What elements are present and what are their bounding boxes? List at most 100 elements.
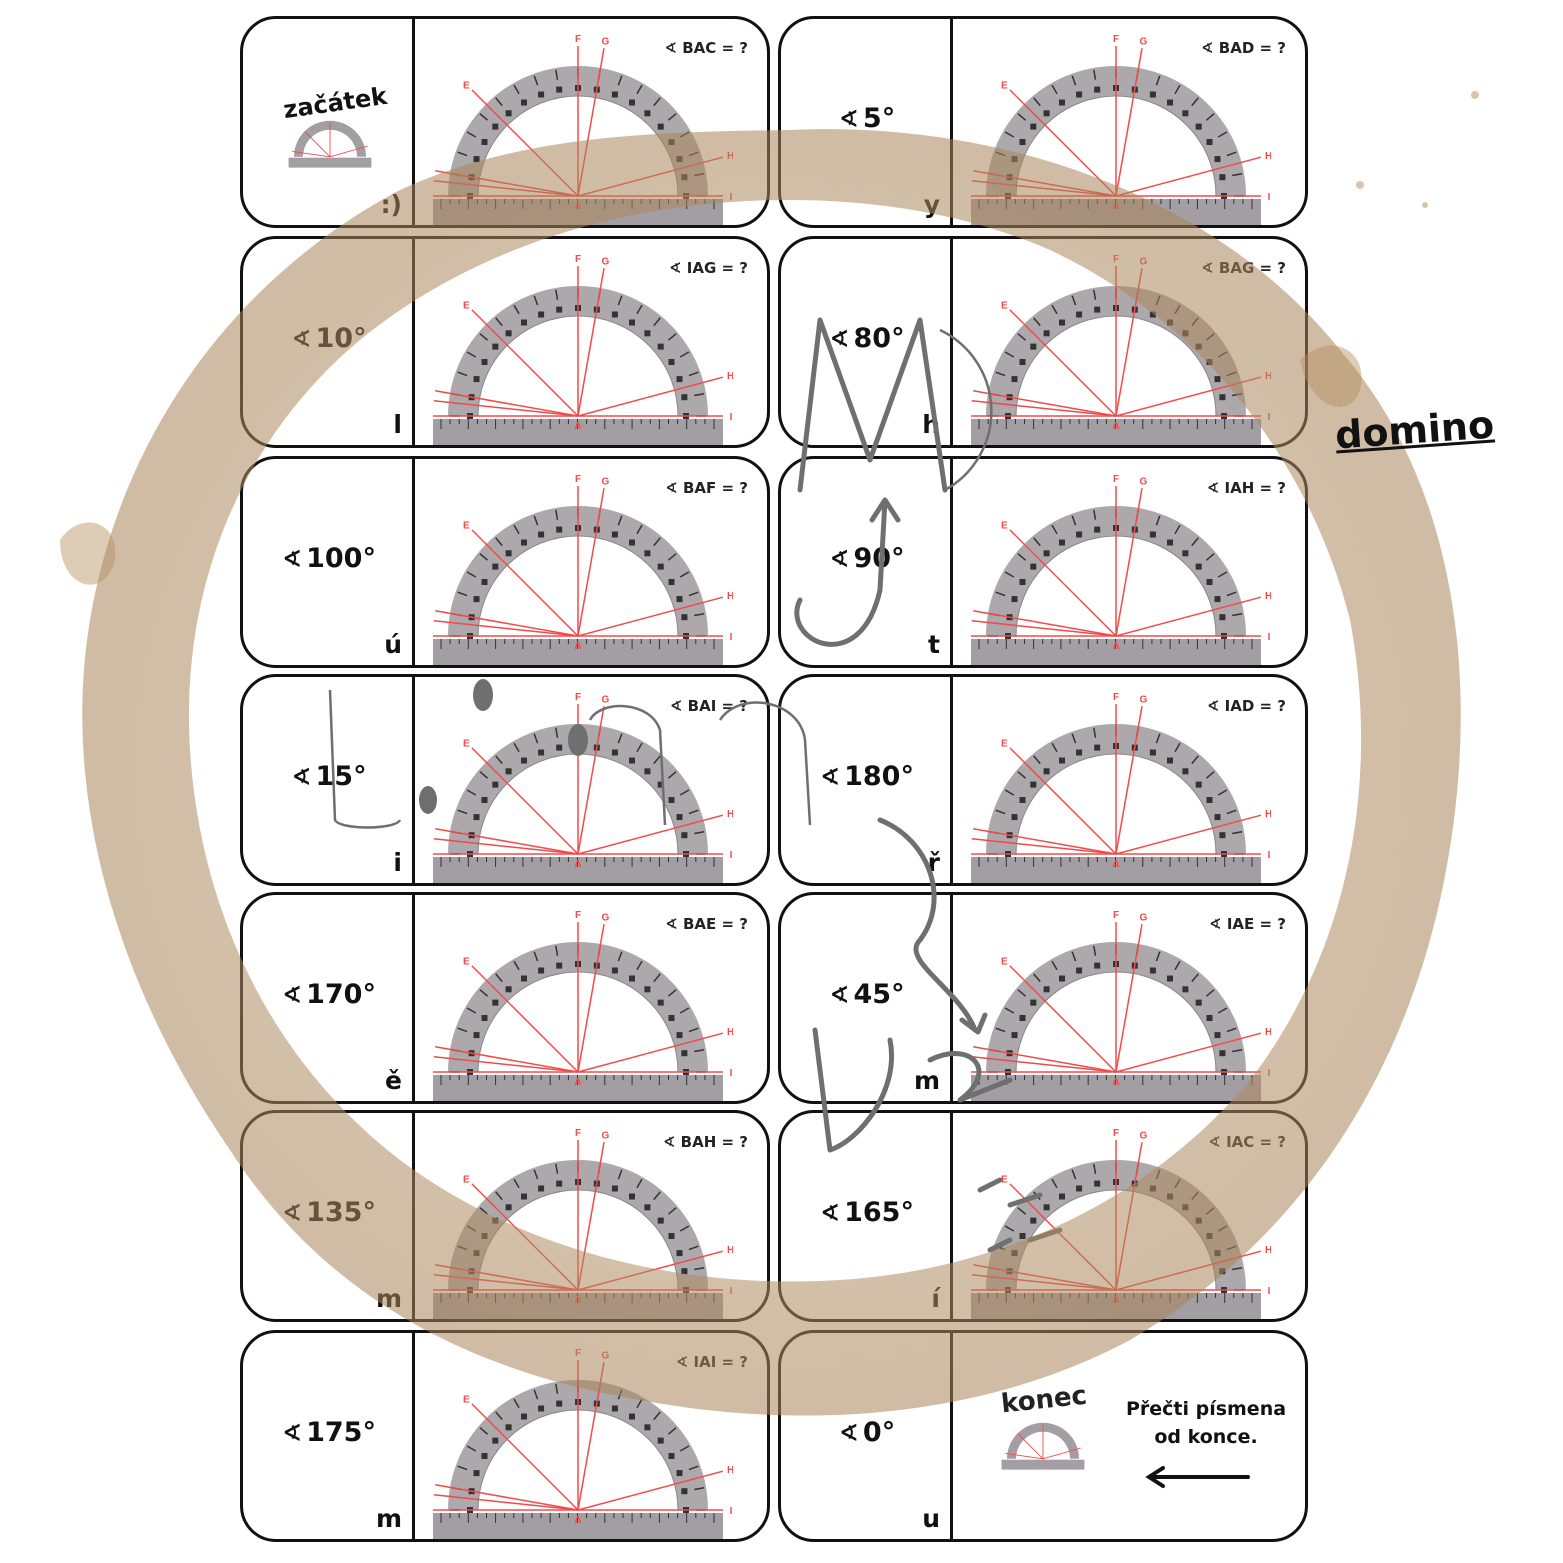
- svg-text:I: I: [730, 412, 733, 423]
- svg-text:E: E: [463, 1394, 470, 1405]
- angle-icon: ∢: [829, 545, 850, 573]
- svg-text:F: F: [1113, 474, 1119, 485]
- svg-text:F: F: [575, 34, 581, 45]
- end-label: konec: [999, 1380, 1089, 1420]
- protractor-diagram: BCDEFGHIA: [433, 474, 733, 665]
- svg-text:G: G: [1140, 912, 1148, 923]
- svg-text:I: I: [1268, 850, 1271, 861]
- angle-icon: ∢: [282, 1199, 303, 1227]
- card-letter: m: [375, 1284, 402, 1313]
- svg-text:A: A: [574, 1515, 581, 1526]
- protractor-diagram: BCDEFGHIA: [971, 1128, 1271, 1319]
- angle-question: ∢ IAD = ?: [1206, 697, 1286, 715]
- svg-text:A: A: [574, 421, 581, 432]
- card-letter: t: [928, 630, 940, 659]
- domino-card: ∢135°mBCDEFGHIA∢ BAH = ?: [240, 1110, 770, 1322]
- angle-icon: ∢: [829, 325, 850, 353]
- angle-value: ∢45°: [829, 979, 905, 1010]
- card-answer-half: ∢0°u: [781, 1333, 953, 1539]
- protractor-diagram: BCDEFGHIA: [971, 474, 1271, 665]
- angle-value: ∢5°: [838, 103, 896, 134]
- angle-value: ∢10°: [291, 323, 367, 354]
- svg-text:E: E: [1001, 1174, 1008, 1185]
- svg-text:I: I: [730, 192, 733, 203]
- svg-text:G: G: [1140, 1130, 1148, 1141]
- card-letter: l: [393, 410, 402, 439]
- protractor-diagram: BCDEFGHIA: [971, 34, 1271, 225]
- angle-icon: ∢: [282, 1419, 303, 1447]
- card-answer-half: ∢10° l: [243, 239, 415, 445]
- domino-card: ∢170°ěBCDEFGHIA∢ BAE = ?: [240, 892, 770, 1104]
- angle-icon: ∢: [820, 1199, 841, 1227]
- card-letter: ř: [927, 848, 940, 877]
- svg-text:H: H: [727, 591, 733, 602]
- angle-question: ∢ BAE = ?: [665, 915, 748, 933]
- svg-text:F: F: [575, 1128, 581, 1139]
- svg-text:F: F: [575, 910, 581, 921]
- svg-text:I: I: [1268, 192, 1271, 203]
- card-question-half: BCDEFGHIA∢ BAE = ?: [415, 895, 767, 1101]
- svg-text:A: A: [1112, 421, 1119, 432]
- svg-text:G: G: [602, 912, 610, 923]
- card-answer-half: ∢15° i: [243, 677, 415, 883]
- domino-card: ∢180° ř BCDEFGHIA∢ IAD = ?: [778, 674, 1308, 886]
- svg-text:A: A: [1112, 1295, 1119, 1306]
- card-question-half: BCDEFGHIA∢ IAD = ?: [953, 677, 1305, 883]
- card-answer-half: ∢100°ú: [243, 459, 415, 665]
- angle-question: ∢ BAI = ?: [669, 697, 748, 715]
- svg-text:H: H: [1265, 1245, 1271, 1256]
- domino-card: ∢80°hBCDEFGHIA∢ BAG = ?: [778, 236, 1308, 448]
- protractor-diagram: BCDEFGHIA: [433, 1128, 733, 1319]
- svg-text:G: G: [1140, 36, 1148, 47]
- svg-text:I: I: [730, 1068, 733, 1079]
- card-question-half: BCDEFGHIA∢ IAE = ?: [953, 895, 1305, 1101]
- angle-value: ∢135°: [282, 1197, 376, 1228]
- svg-text:F: F: [575, 692, 581, 703]
- protractor-diagram: BCDEFGHIA: [433, 254, 733, 445]
- card-letter: h: [922, 410, 940, 439]
- svg-text:H: H: [727, 809, 733, 820]
- card-answer-half: ∢165°í: [781, 1113, 953, 1319]
- svg-text:H: H: [1265, 151, 1271, 162]
- svg-text:H: H: [1265, 591, 1271, 602]
- card-letter: y: [923, 190, 940, 219]
- card-question-half: BCDEFGHIA∢ BAF = ?: [415, 459, 767, 665]
- svg-text:H: H: [727, 1027, 733, 1038]
- angle-icon: ∢: [838, 1419, 859, 1447]
- angle-value: ∢15°: [291, 761, 367, 792]
- angle-value: ∢0°: [838, 1417, 896, 1448]
- angle-value: ∢180°: [820, 761, 914, 792]
- angle-value: ∢80°: [829, 323, 905, 354]
- svg-text:E: E: [1001, 738, 1008, 749]
- card-letter: i: [393, 848, 402, 877]
- card-letter: ú: [384, 630, 402, 659]
- svg-text:H: H: [727, 371, 733, 382]
- svg-text:I: I: [730, 1286, 733, 1297]
- card-question-half: BCDEFGHIA∢ IAG = ?: [415, 239, 767, 445]
- svg-text:G: G: [602, 1350, 610, 1361]
- angle-question: ∢ BAF = ?: [665, 479, 748, 497]
- svg-text:F: F: [1113, 1128, 1119, 1139]
- svg-text:E: E: [1001, 520, 1008, 531]
- svg-text:A: A: [1112, 641, 1119, 652]
- card-answer-half: ∢175°m: [243, 1333, 415, 1539]
- protractor-diagram: BCDEFGHIA: [971, 254, 1271, 445]
- angle-icon: ∢: [282, 545, 303, 573]
- svg-text:G: G: [1140, 694, 1148, 705]
- svg-text:H: H: [727, 1245, 733, 1256]
- card-question-half: BCDEFGHIA∢ BAI = ?: [415, 677, 767, 883]
- angle-value: ∢165°: [820, 1197, 914, 1228]
- card-question-half: BCDEFGHIA∢ BAH = ?: [415, 1113, 767, 1319]
- card-question-half: BCDEFGHIA∢ IAC = ?: [953, 1113, 1305, 1319]
- domino-card: ∢5°yBCDEFGHIA∢ BAD = ?: [778, 16, 1308, 228]
- start-label: začátek: [281, 81, 389, 125]
- svg-text:A: A: [574, 1295, 581, 1306]
- svg-text:I: I: [1268, 1068, 1271, 1079]
- svg-text:F: F: [1113, 910, 1119, 921]
- card-answer-half: ∢170°ě: [243, 895, 415, 1101]
- angle-value: ∢175°: [282, 1417, 376, 1448]
- svg-text:A: A: [574, 201, 581, 212]
- svg-text:E: E: [1001, 80, 1008, 91]
- domino-card: ∢15° i BCDEFGHIA∢ BAI = ?: [240, 674, 770, 886]
